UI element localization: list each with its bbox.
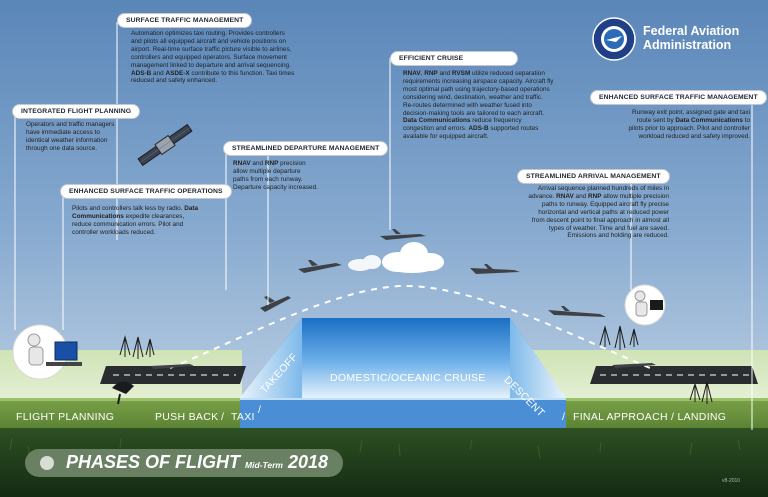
- surface-traffic-management-title: SURFACE TRAFFIC MANAGEMENT: [117, 13, 253, 28]
- tree-icon: [119, 325, 713, 404]
- controller-icon: [624, 284, 666, 326]
- text-line: RNAV, RNP and RVSM utilize reduced separ…: [403, 70, 545, 77]
- text-line: considering wind, destination, weather a…: [403, 93, 543, 101]
- text-line: route sent by Data Communications to: [636, 116, 750, 124]
- streamlined-arrival-management-text: Arrival sequence planned hundreds of mil…: [484, 185, 669, 240]
- poster-title: PHASES OF FLIGHT Mid-Term 2018: [66, 452, 328, 473]
- integrated-flight-planning-title: INTEGRATED FLIGHT PLANNING: [12, 104, 141, 119]
- enhanced-surface-traffic-operations-title: ENHANCED SURFACE TRAFFIC OPERATIONS: [60, 184, 232, 199]
- integrated-flight-planning-text: Operators and traffic managers have imme…: [26, 121, 166, 153]
- version-label: v8-2010: [722, 478, 741, 484]
- poster-year: 2018: [287, 452, 329, 472]
- phase-taxi: TAXI: [231, 411, 255, 423]
- text-line: controller workloads reduced.: [72, 228, 156, 236]
- text-line: RNAV and RNP precision: [233, 160, 306, 167]
- streamlined-departure-management-text: RNAV and RNP precision allow multiple de…: [233, 160, 353, 192]
- text-line: and pilots all equipped aircraft and veh…: [131, 37, 286, 45]
- agency-name-line: Administration: [643, 38, 732, 52]
- radar-icon: [112, 381, 134, 405]
- phase-push-back: PUSH BACK: [155, 411, 219, 423]
- phase-final-approach: FINAL APPROACH / LANDING: [573, 411, 727, 423]
- text-line: airport. Real-time surface traffic pictu…: [131, 45, 292, 53]
- enhanced-surface-traffic-management-title: ENHANCED SURFACE TRAFFIC MANAGEMENT: [590, 90, 767, 105]
- streamlined-arrival-management-title: STREAMLINED ARRIVAL MANAGEMENT: [517, 169, 670, 184]
- text-line: most optimal path using trajectory-based…: [403, 85, 550, 93]
- efficient-cruise-title: EFFICIENT CRUISE: [390, 51, 518, 66]
- enhanced-surface-traffic-management-text: Runway exit point, assigned gate and tax…: [590, 109, 751, 141]
- text-line: available for equipped aircraft.: [403, 133, 489, 141]
- text-line: have immediate access to: [26, 128, 100, 136]
- text-line: pilots prior to approach. Pilot and cont…: [628, 124, 751, 132]
- text-line: reduced and safety enhanced.: [131, 77, 217, 85]
- text-line: from descent point to final approach in …: [531, 216, 669, 224]
- surface-traffic-management-text: Automation optimizes taxi routing. Provi…: [131, 30, 361, 85]
- phase-cruise: DOMESTIC/OCEANIC CRUISE: [330, 372, 486, 384]
- text-line: workload reduced and safety improved.: [638, 132, 750, 140]
- text-line: requirements increasing airspace capacit…: [403, 77, 554, 85]
- text-line: controllers and equipped operators. Surf…: [131, 53, 287, 61]
- text-line: Automation optimizes taxi routing. Provi…: [131, 30, 285, 37]
- text-line: Communications expedite clearances,: [72, 212, 185, 220]
- text-line: advance. RNAV and RNP allow multiple pre…: [528, 192, 669, 200]
- text-line: decision-making tools are tailored to ea…: [403, 109, 545, 117]
- airplane-icon: [150, 229, 656, 369]
- text-line: Runway exit point, assigned gate and tax…: [632, 109, 750, 116]
- text-line: Departure capacity increased.: [233, 183, 318, 191]
- agency-name: Federal Aviation Administration: [643, 24, 739, 52]
- text-line: through one data source.: [26, 144, 98, 152]
- text-line: allow multiple departure: [233, 167, 301, 175]
- text-line: reduce communication errors. Pilot and: [72, 220, 184, 228]
- text-line: Data Communications reduce frequency: [403, 117, 522, 125]
- text-line: Re-routes determined with weather fused …: [403, 101, 532, 109]
- enhanced-surface-traffic-operations-text: Pilots and controllers talk less by radi…: [72, 205, 242, 237]
- phase-slash: /: [258, 404, 262, 416]
- cruise-block: [240, 318, 566, 398]
- agency-name-line: Federal Aviation: [643, 24, 740, 38]
- text-line: paths from each runway.: [233, 175, 303, 183]
- text-line: horizontal and vertical paths at reduced…: [538, 208, 669, 216]
- text-line: congestion and errors. ADS-B supported r…: [403, 125, 539, 133]
- text-line: identical weather information: [26, 136, 108, 144]
- flight-path: [169, 284, 651, 369]
- pilot-controller-icon: [12, 324, 82, 380]
- poster-subtitle: Mid-Term: [245, 460, 283, 470]
- text-line: Operators and traffic managers: [26, 121, 115, 128]
- text-line: types of weather. Time and fuel are save…: [548, 224, 669, 232]
- text-line: management linked to departure and arriv…: [131, 61, 291, 69]
- faa-seal-logo: [592, 17, 636, 61]
- text-line: paths to runway. Equipped aircraft fly p…: [541, 200, 669, 208]
- title-bar: [25, 449, 343, 477]
- phase-slash: /: [221, 411, 225, 423]
- text-line: Pilots and controllers talk less by radi…: [72, 205, 199, 212]
- poster-title-text: PHASES OF FLIGHT: [66, 452, 241, 472]
- leader-lines: [14, 22, 753, 430]
- efficient-cruise-text: RNAV, RNP and RVSM utilize reduced separ…: [403, 70, 588, 141]
- streamlined-departure-management-title: STREAMLINED DEPARTURE MANAGEMENT: [223, 141, 389, 156]
- text-line: Arrival sequence planned hundreds of mil…: [537, 185, 669, 192]
- phase-flight-planning: FLIGHT PLANNING: [16, 411, 115, 423]
- text-line: Emissions and holding are reduced.: [567, 232, 669, 240]
- title-bullet: [40, 456, 54, 470]
- phase-slash: /: [562, 411, 566, 423]
- arrival-runway: [590, 366, 758, 384]
- cloud-icon: [382, 242, 444, 273]
- text-line: ADS-B and ASDE-X contribute to this func…: [131, 69, 295, 77]
- satellite-icon: [137, 123, 193, 167]
